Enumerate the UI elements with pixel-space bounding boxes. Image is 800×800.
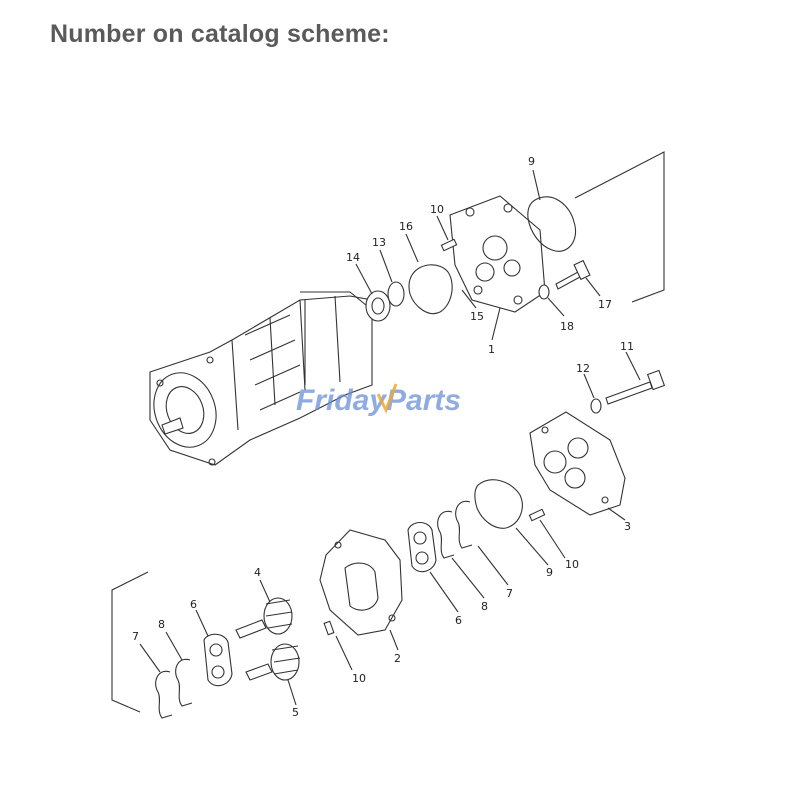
pump-assembly-illustration xyxy=(149,291,373,466)
ring-8-right xyxy=(437,510,455,559)
callout-7: 7 xyxy=(506,587,513,600)
callout-9: 9 xyxy=(546,566,553,579)
callout-5: 5 xyxy=(292,706,299,719)
ring-8-left xyxy=(175,658,193,707)
callout-7: 7 xyxy=(132,630,139,643)
callout-15: 15 xyxy=(470,310,484,323)
pin-10-right xyxy=(528,508,546,522)
callout-11: 11 xyxy=(620,340,634,353)
gear-housing-2 xyxy=(319,529,403,636)
seal-9-lower xyxy=(474,479,523,529)
housing-3 xyxy=(529,411,626,516)
wear-plate-6-right xyxy=(407,521,437,573)
bolt-11 xyxy=(605,369,666,405)
wear-plate-6-left xyxy=(203,633,233,687)
callout-6: 6 xyxy=(455,614,462,627)
callout-9: 9 xyxy=(528,155,535,168)
callout-13: 13 xyxy=(372,236,386,249)
callout-17: 17 xyxy=(598,298,612,311)
bolt-17 xyxy=(555,259,591,290)
page-title: Number on catalog scheme: xyxy=(50,20,390,48)
callout-10: 10 xyxy=(430,203,444,216)
ring-7-left xyxy=(155,670,173,719)
callout-12: 12 xyxy=(576,362,590,375)
callout-6: 6 xyxy=(190,598,197,611)
callout-3: 3 xyxy=(624,520,631,533)
ring-13 xyxy=(387,281,405,307)
bearing-14 xyxy=(365,290,391,322)
callout-2: 2 xyxy=(394,652,401,665)
washer-12 xyxy=(590,398,602,414)
ring-7-right xyxy=(455,500,473,549)
callout-18: 18 xyxy=(560,320,574,333)
gear-5 xyxy=(245,643,301,681)
watermark-logo: FridayParts xyxy=(296,384,461,417)
callout-8: 8 xyxy=(481,600,488,613)
washer-18 xyxy=(538,284,550,300)
leader-lines xyxy=(139,169,641,706)
callout-16: 16 xyxy=(399,220,413,233)
watermark-accent-mark xyxy=(376,383,398,414)
gear-4 xyxy=(235,597,293,639)
pin-10-top xyxy=(440,238,458,252)
callout-14: 14 xyxy=(346,251,360,264)
seal-16 xyxy=(408,264,453,314)
seal-9-top xyxy=(527,196,576,252)
callout-10: 10 xyxy=(352,672,366,685)
callout-10: 10 xyxy=(565,558,579,571)
callout-1: 1 xyxy=(488,343,495,356)
callout-8: 8 xyxy=(158,618,165,631)
callout-4: 4 xyxy=(254,566,261,579)
cover-plate-part xyxy=(449,195,546,313)
pin-10-lower xyxy=(323,620,335,636)
